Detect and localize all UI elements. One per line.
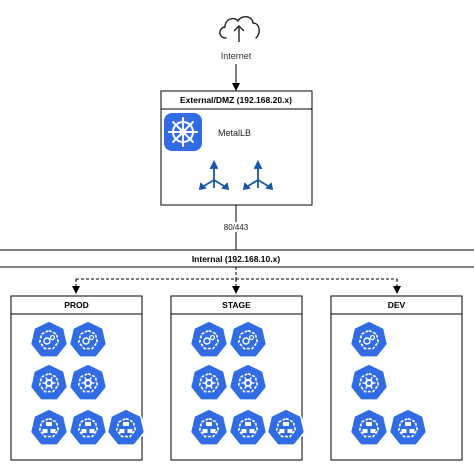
node-icon <box>228 320 268 358</box>
control-plane-icon <box>189 363 229 401</box>
load-balancer-split-icon <box>242 159 274 191</box>
cluster-title: DEV <box>388 300 406 310</box>
control-plane-icon <box>68 363 108 401</box>
internal-title: Internal (192.168.10.x) <box>192 254 281 264</box>
node-icon <box>29 320 69 358</box>
metallb-label: MetalLB <box>218 128 251 138</box>
pod-icon <box>228 408 268 446</box>
control-plane-icon <box>349 363 389 401</box>
pod-icon <box>388 408 428 446</box>
pod-icon <box>68 408 108 446</box>
cluster-dev-box: DEV <box>330 295 463 461</box>
cluster-title: PROD <box>64 300 89 310</box>
node-icon <box>189 320 229 358</box>
internal-routing-lines <box>72 267 401 294</box>
cluster-stage-box: STAGE <box>170 295 306 461</box>
node-icon <box>68 320 108 358</box>
pod-icon <box>189 408 229 446</box>
cluster-prod-box: PROD <box>10 295 146 461</box>
pod-icon <box>349 408 389 446</box>
internet-label: Internet <box>221 51 252 61</box>
ports-label: 80/443 <box>224 223 249 232</box>
node-icon <box>349 320 389 358</box>
dmz-title: External/DMZ (192.168.20.x) <box>180 95 292 105</box>
pod-icon <box>29 408 69 446</box>
internal-network-band: Internal (192.168.10.x) <box>0 249 474 268</box>
kubernetes-helm-icon <box>164 113 202 151</box>
control-plane-icon <box>228 363 268 401</box>
control-plane-icon <box>29 363 69 401</box>
load-balancer-split-icon <box>198 159 230 191</box>
pod-icon <box>266 408 306 446</box>
pod-icon <box>106 408 146 446</box>
cluster-title: STAGE <box>222 300 251 310</box>
cloud-upload-icon <box>219 16 260 42</box>
